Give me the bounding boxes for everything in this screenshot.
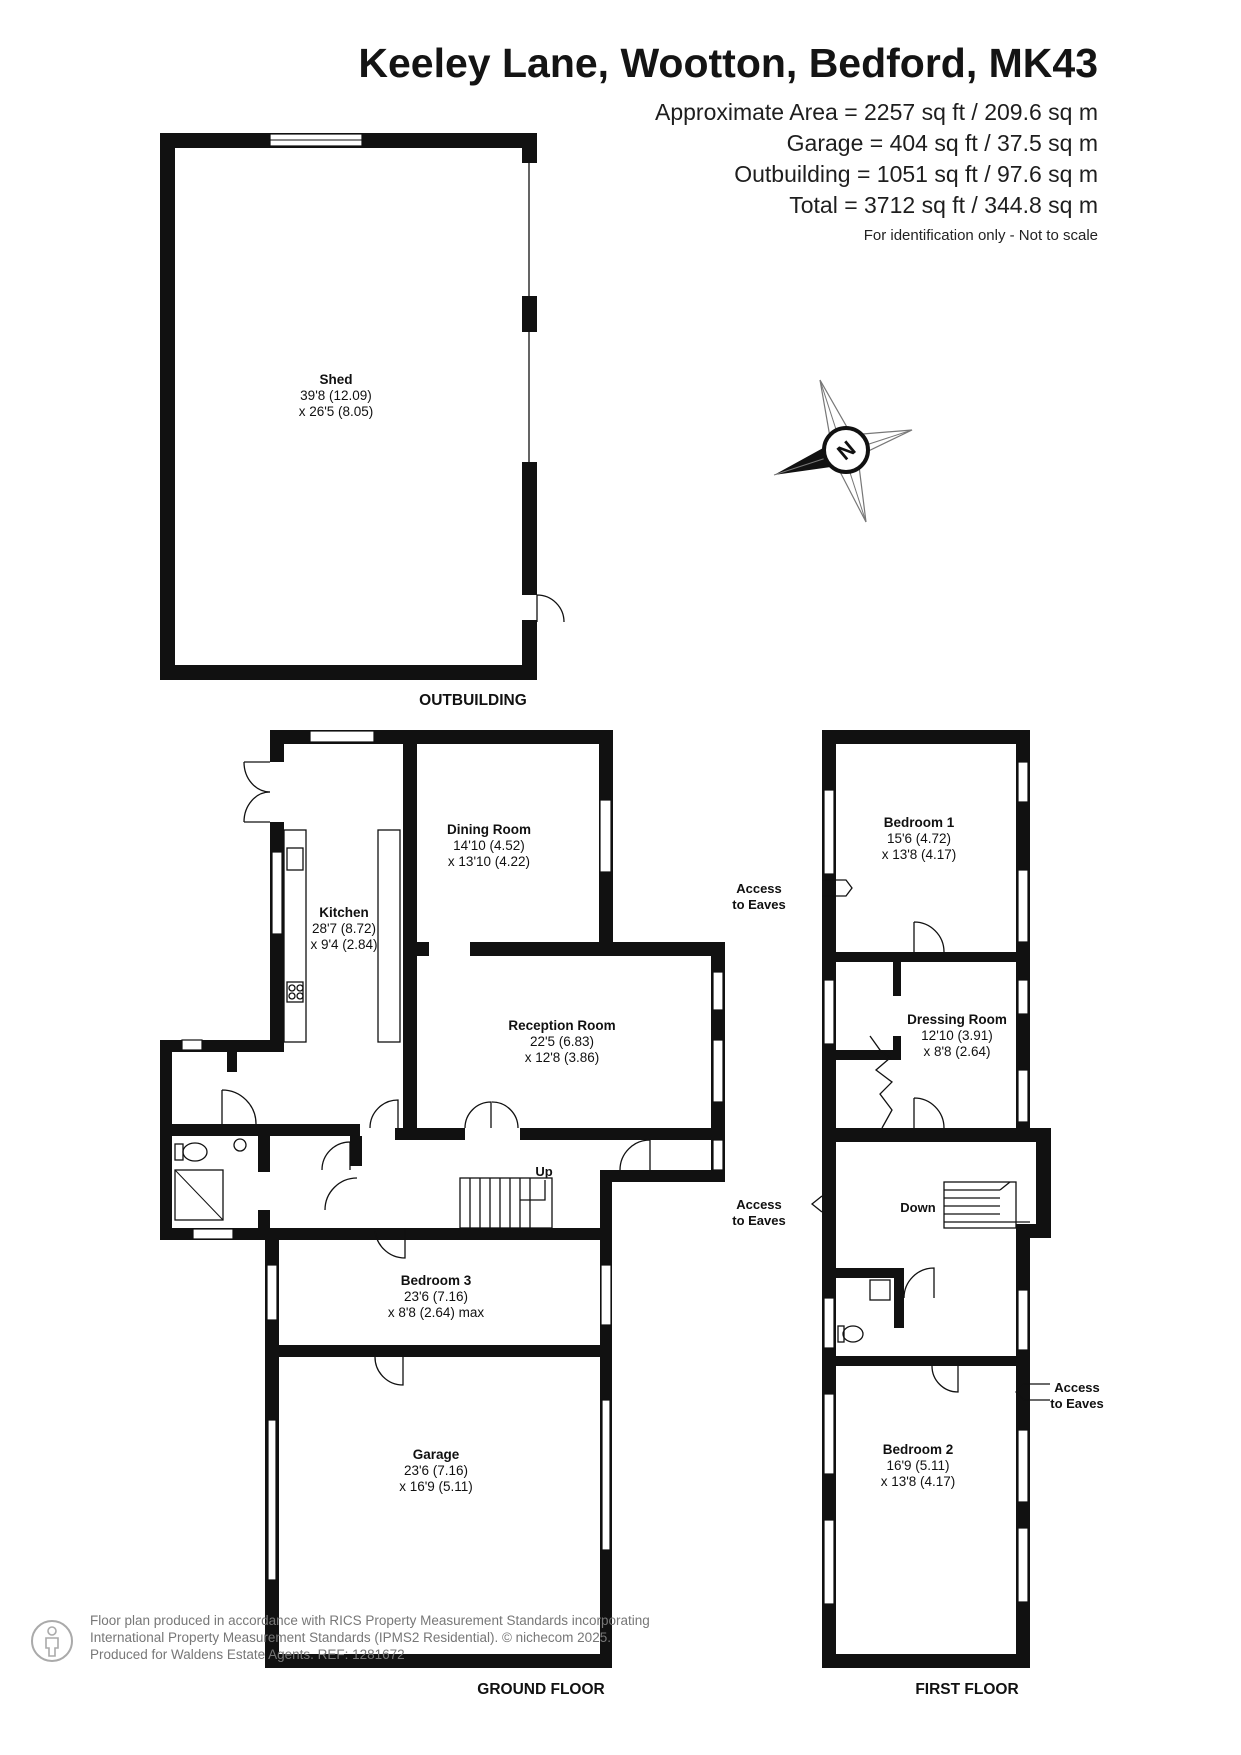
total-area: Total = 3712 sq ft / 344.8 sq m	[789, 192, 1098, 218]
bedroom-2-dim-1: 16'9 (5.11)	[886, 1458, 949, 1473]
bedroom-1-dim-1: 15'6 (4.72)	[887, 831, 951, 846]
kitchen-label: Kitchen	[319, 905, 369, 920]
stairs-down-label: Down	[900, 1200, 935, 1215]
footer-credits: Floor plan produced in accordance with R…	[90, 1612, 650, 1663]
eaves-access-right-line2: to Eaves	[1050, 1396, 1103, 1411]
dining-room-dim-1: 14'10 (4.52)	[453, 838, 525, 853]
bedroom-3-label: Bedroom 3	[401, 1273, 472, 1288]
eaves-access-top-line2: to Eaves	[732, 897, 785, 912]
ground-floor-label: GROUND FLOOR	[477, 1681, 604, 1698]
footer-line-2: International Property Measurement Stand…	[90, 1630, 611, 1645]
garage-dim-2: x 16'9 (5.11)	[399, 1479, 473, 1494]
scale-note: For identification only - Not to scale	[863, 227, 1098, 244]
plan-title: Keeley Lane, Wootton, Bedford, MK43	[358, 40, 1098, 86]
reception-room-label: Reception Room	[508, 1018, 615, 1033]
kitchen-dim-1: 28'7 (8.72)	[312, 921, 376, 936]
garage-area: Garage = 404 sq ft / 37.5 sq m	[786, 130, 1098, 156]
eaves-access-top-line1: Access	[736, 881, 782, 896]
dressing-room-label: Dressing Room	[907, 1012, 1007, 1027]
eaves-access-mid-line2: to Eaves	[732, 1213, 785, 1228]
dining-room-label: Dining Room	[447, 822, 531, 837]
shed-label: Shed	[319, 372, 352, 387]
outbuilding-area: Outbuilding = 1051 sq ft / 97.6 sq m	[734, 161, 1098, 187]
reception-room-dim-2: x 12'8 (3.86)	[525, 1050, 600, 1065]
bedroom-3-dim-2: x 8'8 (2.64) max	[388, 1305, 485, 1320]
dining-room-dim-2: x 13'10 (4.22)	[448, 854, 530, 869]
dressing-room-dim-2: x 8'8 (2.64)	[923, 1044, 990, 1059]
compass-rose: N	[773, 379, 913, 523]
approximate-area: Approximate Area = 2257 sq ft / 209.6 sq…	[654, 99, 1098, 125]
garage-dim-1: 23'6 (7.16)	[404, 1463, 468, 1478]
bedroom-3-dim-1: 23'6 (7.16)	[404, 1289, 468, 1304]
dressing-room-dim-1: 12'10 (3.91)	[921, 1028, 993, 1043]
bedroom-2-dim-2: x 13'8 (4.17)	[881, 1474, 956, 1489]
shed-dim-1: 39'8 (12.09)	[300, 388, 372, 403]
outbuilding-label: OUTBUILDING	[419, 692, 527, 709]
garage-label: Garage	[413, 1447, 460, 1462]
eaves-access-mid-line1: Access	[736, 1197, 782, 1212]
first-floor-walls	[810, 730, 1051, 1668]
eaves-access-right-line1: Access	[1054, 1380, 1100, 1395]
shed-dim-2: x 26'5 (8.05)	[299, 404, 374, 419]
kitchen-dim-2: x 9'4 (2.84)	[310, 937, 377, 952]
person-icon	[31, 1620, 73, 1662]
bedroom-1-label: Bedroom 1	[884, 815, 955, 830]
first-floor-label: FIRST FLOOR	[915, 1681, 1018, 1698]
ground-floor-walls	[160, 730, 725, 1668]
bedroom-2-label: Bedroom 2	[883, 1442, 954, 1457]
reception-room-dim-1: 22'5 (6.83)	[530, 1034, 594, 1049]
bedroom-1-dim-2: x 13'8 (4.17)	[882, 847, 957, 862]
footer-line-1: Floor plan produced in accordance with R…	[90, 1613, 650, 1628]
stairs-up-label: Up	[535, 1164, 552, 1179]
footer-line-3: Produced for Waldens Estate Agents. REF:…	[90, 1647, 405, 1662]
shed-walls	[160, 133, 565, 680]
